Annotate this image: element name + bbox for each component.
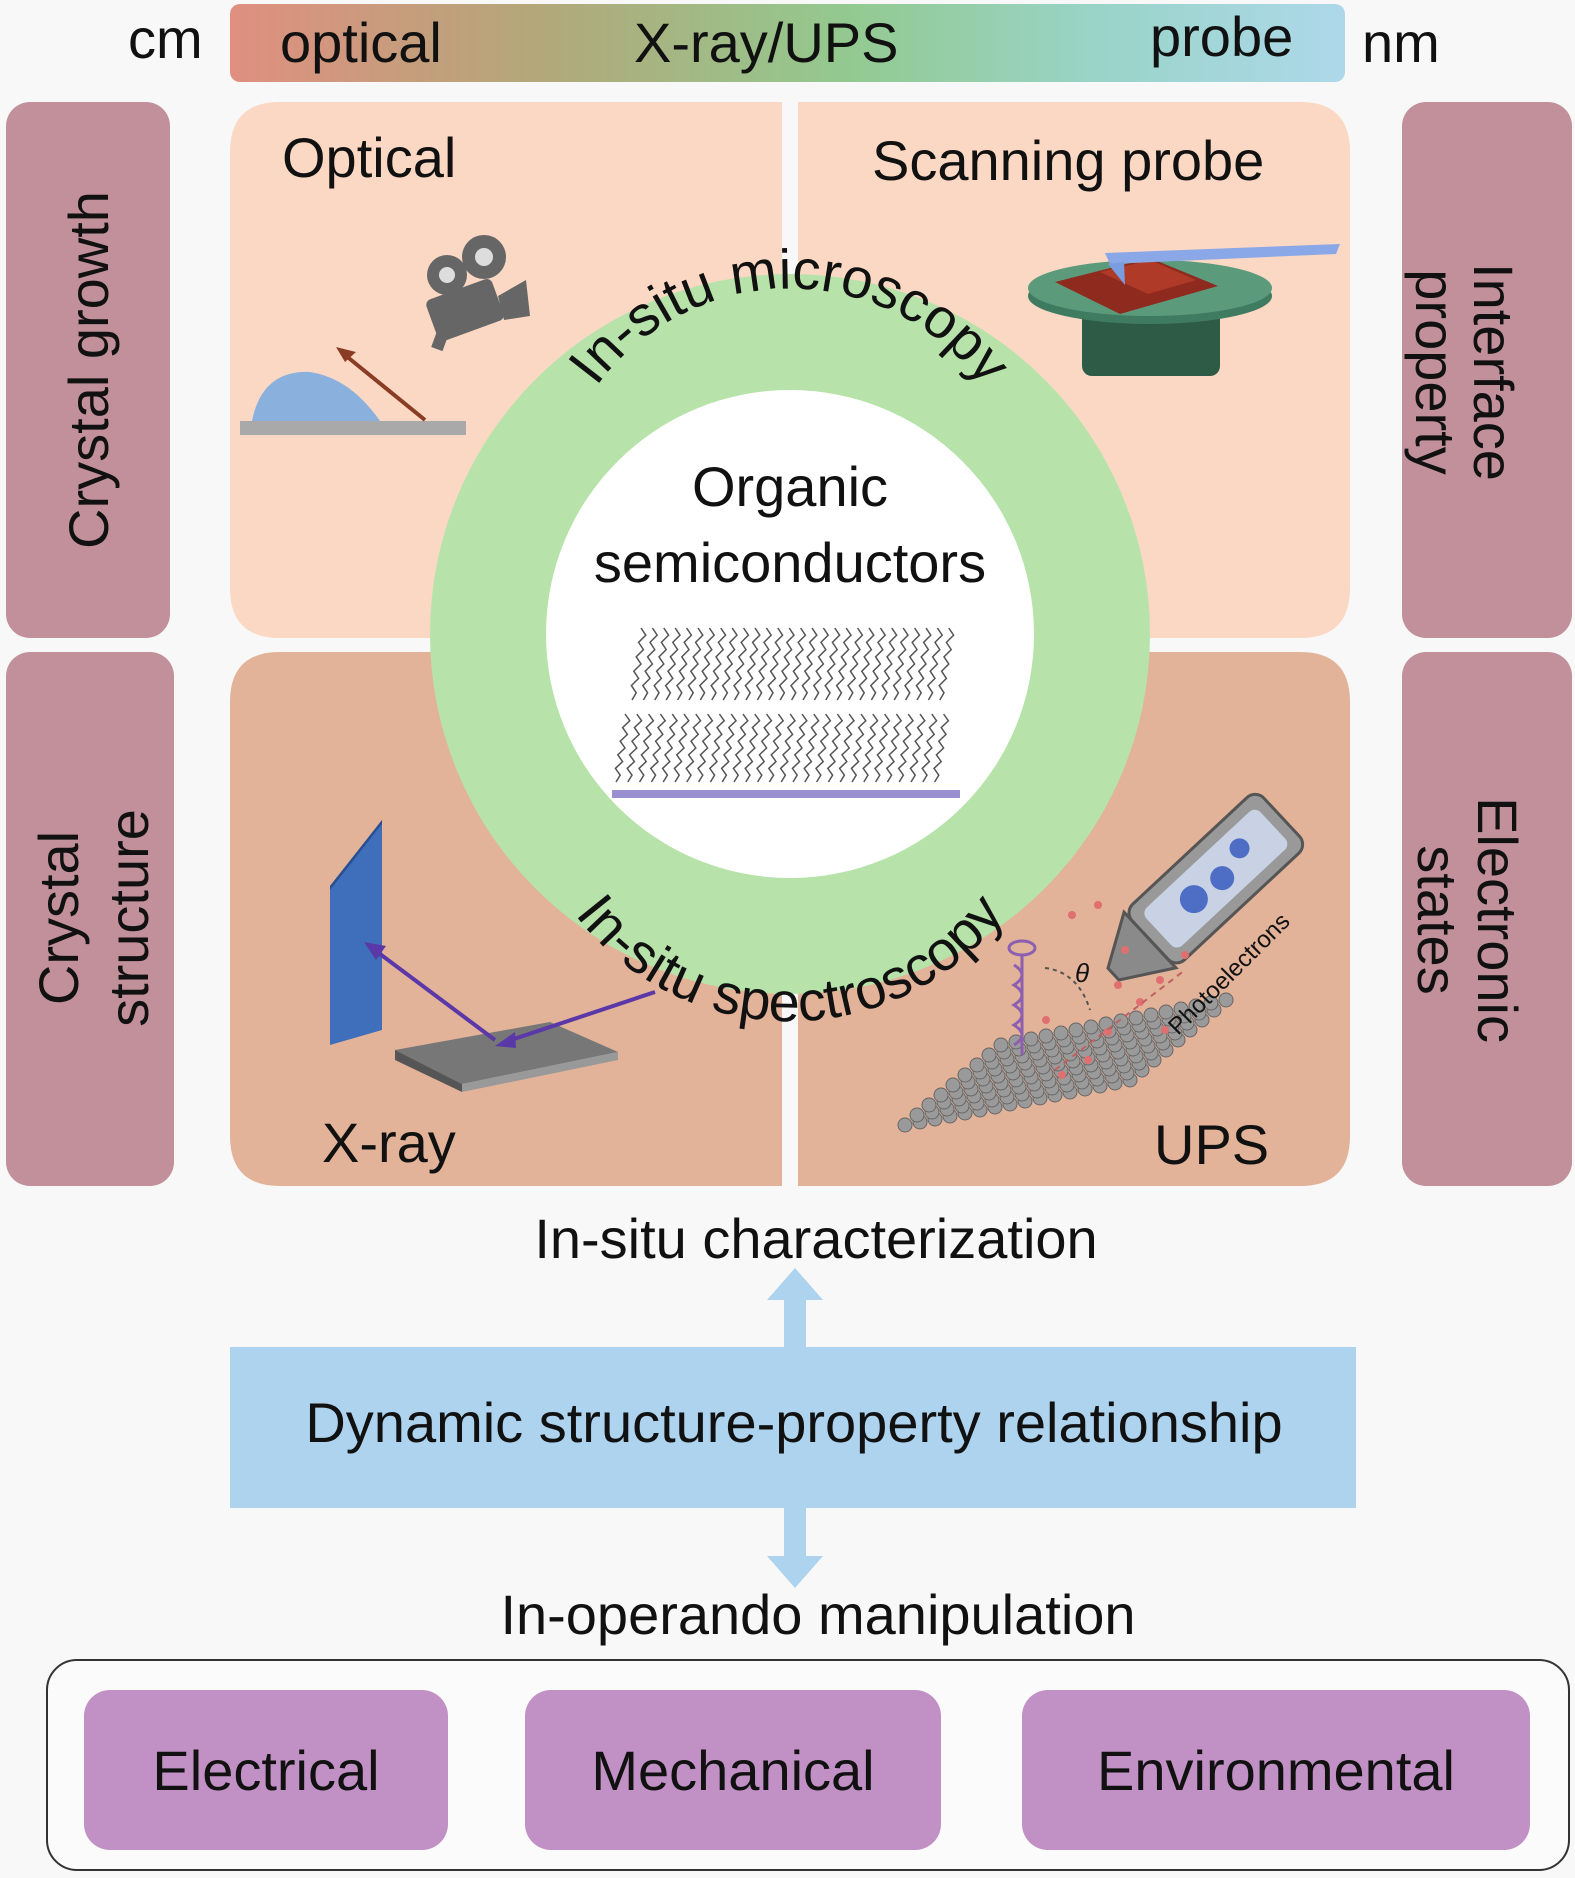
label-property: property xyxy=(1404,269,1467,474)
label-crystal: Crystal xyxy=(27,831,90,1005)
up-arrow-icon xyxy=(767,1268,823,1350)
side-box-electronic-states xyxy=(1402,652,1572,1186)
scale-segment-optical: optical xyxy=(280,11,442,74)
side-box-crystal-growth xyxy=(6,102,170,638)
side-box-interface-property xyxy=(1402,102,1572,638)
option-electrical: Electrical xyxy=(84,1690,448,1850)
scale-gradient-bar xyxy=(230,4,1345,82)
scanning-probe-stage-illustration xyxy=(1028,244,1340,376)
scale-segment-probe: probe xyxy=(1150,5,1293,68)
option-environmental-label: Environmental xyxy=(1097,1738,1455,1802)
label-structure: structure xyxy=(97,809,160,1027)
quadrant-label-xray: X-ray xyxy=(322,1111,456,1174)
quadrant-label-optical: Optical xyxy=(282,126,456,189)
side-box-crystal-structure xyxy=(6,652,174,1186)
emitted-electrons xyxy=(1042,901,1189,1079)
electron-analyzer-icon xyxy=(1106,792,1305,982)
label-crystal-growth: Crystal growth xyxy=(57,191,120,549)
quadrant-label-scanning-probe: Scanning probe xyxy=(872,129,1264,192)
label-electronic: Electronic xyxy=(1466,797,1529,1043)
option-mechanical: Mechanical xyxy=(525,1690,941,1850)
video-camera-icon xyxy=(426,235,530,352)
option-environmental: Environmental xyxy=(1022,1690,1530,1850)
center-label-organic: Organic xyxy=(692,455,888,518)
droplet-on-substrate-illustration xyxy=(240,347,466,435)
xray-diffraction-illustration xyxy=(330,820,656,1092)
characterization-label: In-situ characterization xyxy=(534,1207,1097,1270)
option-mechanical-label: Mechanical xyxy=(591,1738,875,1802)
scale-left-unit: cm xyxy=(128,7,203,70)
angle-theta-label: θ xyxy=(1075,958,1089,988)
manipulation-label: In-operando manipulation xyxy=(500,1583,1135,1646)
center-label-semiconductors: semiconductors xyxy=(594,531,986,594)
molecular-layers-illustration xyxy=(612,627,960,798)
label-states: states xyxy=(1406,845,1469,994)
label-interface: Interface xyxy=(1462,263,1525,481)
scale-right-unit: nm xyxy=(1362,11,1440,74)
center-disc xyxy=(546,390,1034,878)
relationship-label: Dynamic structure-property relationship xyxy=(305,1391,1282,1454)
down-arrow-icon xyxy=(767,1508,823,1588)
quadrant-label-ups: UPS xyxy=(1154,1113,1269,1176)
relationship-box xyxy=(230,1347,1356,1508)
substrate-atom-grid xyxy=(897,992,1234,1133)
scale-segment-xray-ups: X-ray/UPS xyxy=(634,11,899,74)
option-electrical-label: Electrical xyxy=(152,1738,380,1802)
